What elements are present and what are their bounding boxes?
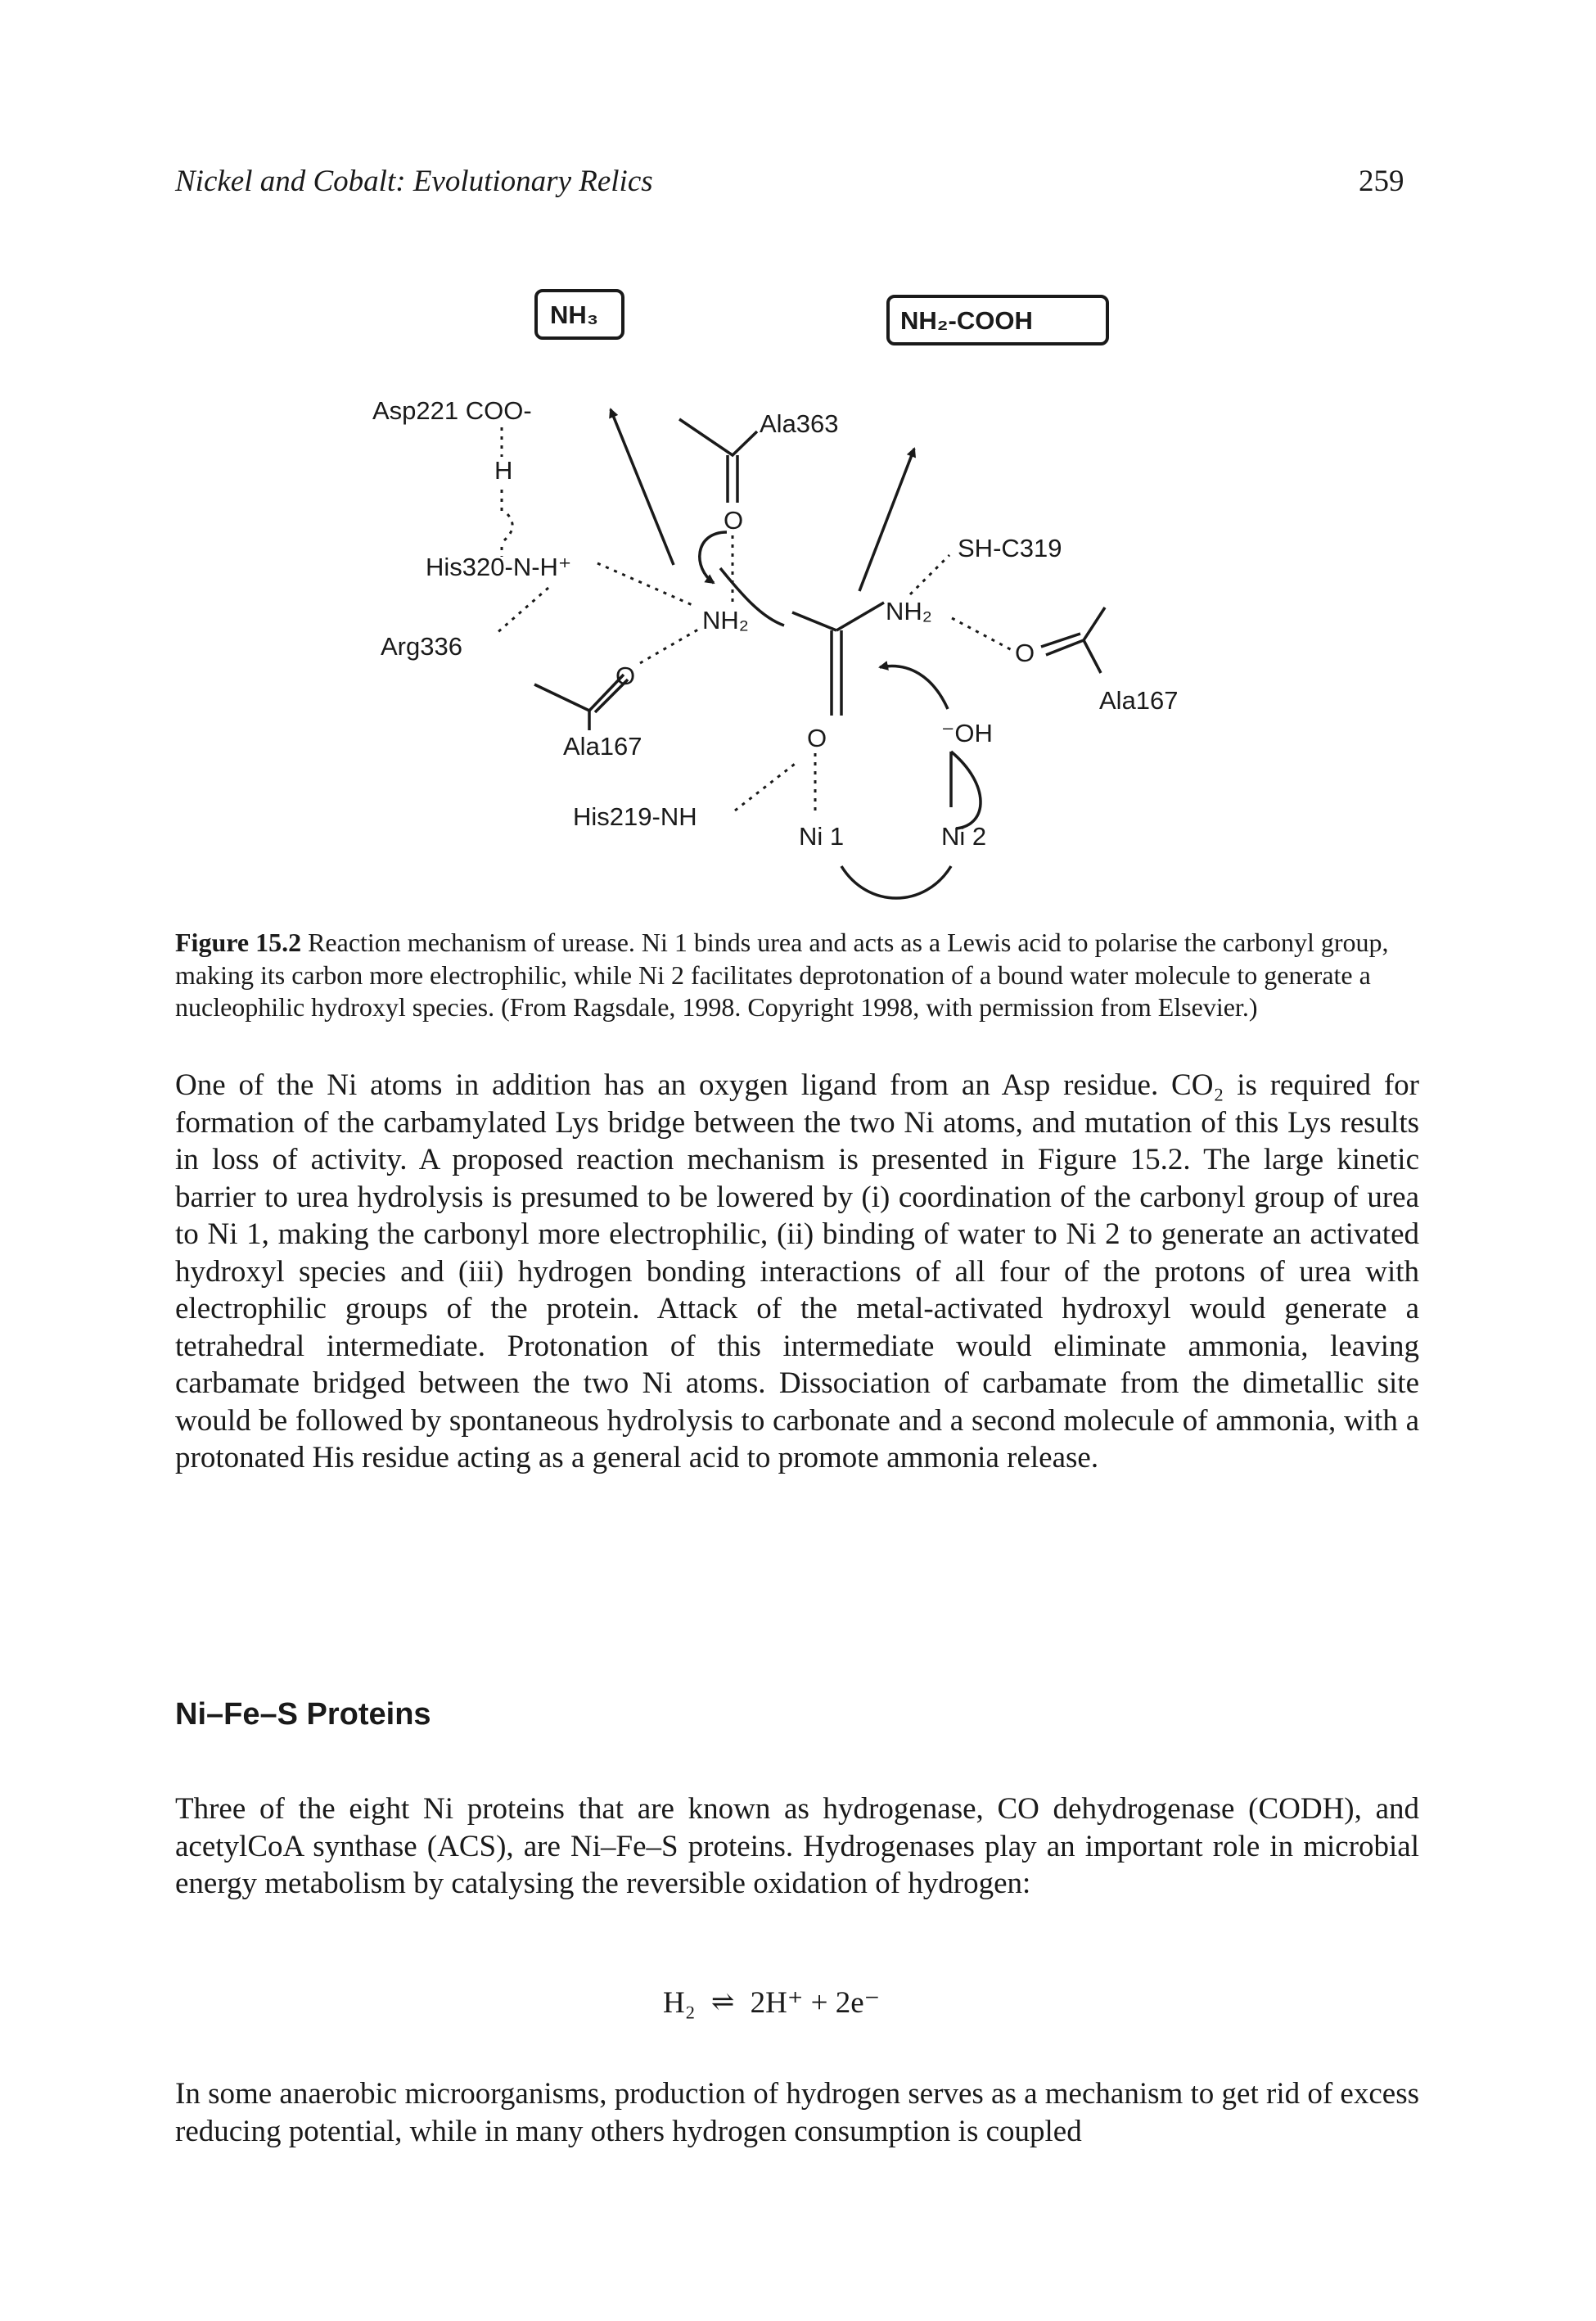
h-label: H (494, 456, 512, 485)
sh-c319-label: SH-C319 (958, 534, 1062, 562)
oxygen-left-label: O (615, 662, 635, 690)
covalent-bonds (534, 418, 1107, 807)
equation-right: 2H⁺ + 2e⁻ (750, 1986, 881, 2020)
figure-caption-label: Figure 15.2 (175, 928, 302, 957)
arg336-label: Arg336 (381, 632, 462, 661)
ala167-left-label: Ala167 (563, 732, 642, 761)
figure-caption: Figure 15.2 Reaction mechanism of urease… (175, 927, 1419, 1024)
carbamate-label: NH₂-COOH (900, 306, 1033, 335)
his219-label: His219-NH (573, 802, 697, 831)
urease-mechanism-figure: NH₃ NH₂-COOH Asp221 COO- H His320-N-H⁺ A… (372, 289, 1179, 900)
ala363-label: Ala363 (760, 409, 839, 438)
carbamate-product-box: NH₂-COOH (886, 295, 1109, 345)
oxygen-right-label: O (1015, 639, 1035, 667)
equation-left: H₂ (663, 1986, 696, 2020)
section-heading: Ni–Fe–S Proteins (175, 1697, 431, 1732)
nh3-product-box: NH₃ (534, 289, 624, 340)
asp221-label: Asp221 COO- (372, 396, 532, 425)
mechanism-arrows (609, 408, 982, 900)
body-paragraph-2: Three of the eight Ni proteins that are … (175, 1792, 1419, 1900)
figure-caption-text: Reaction mechanism of urease. Ni 1 binds… (175, 928, 1389, 1022)
body-paragraph-1: One of the Ni atoms in addition has an o… (175, 1068, 1419, 1474)
nh2-left-label: NH₂ (702, 606, 749, 634)
oxygen-bottom-label: O (807, 724, 827, 752)
running-title: Nickel and Cobalt: Evolutionary Relics (175, 165, 653, 198)
ala167-right-label: Ala167 (1099, 686, 1179, 715)
equilibrium-arrows-icon: ⇌ (710, 1987, 735, 2017)
nh2-right-label: NH₂ (886, 597, 932, 625)
nh3-label: NH₃ (550, 300, 598, 329)
hydrogen-equation: H₂ ⇌ 2H⁺ + 2e⁻ (663, 1985, 880, 2021)
his320-label: His320-N-H⁺ (426, 553, 571, 581)
hydrogen-bonds (494, 427, 1014, 812)
page-number: 259 (1359, 165, 1404, 198)
hydroxyl-label: ⁻OH (941, 719, 993, 747)
ni1-label: Ni 1 (799, 822, 844, 851)
body-paragraph-3: In some anaerobic microorganisms, produc… (175, 2077, 1419, 2148)
oxygen-top-label: O (724, 506, 743, 535)
